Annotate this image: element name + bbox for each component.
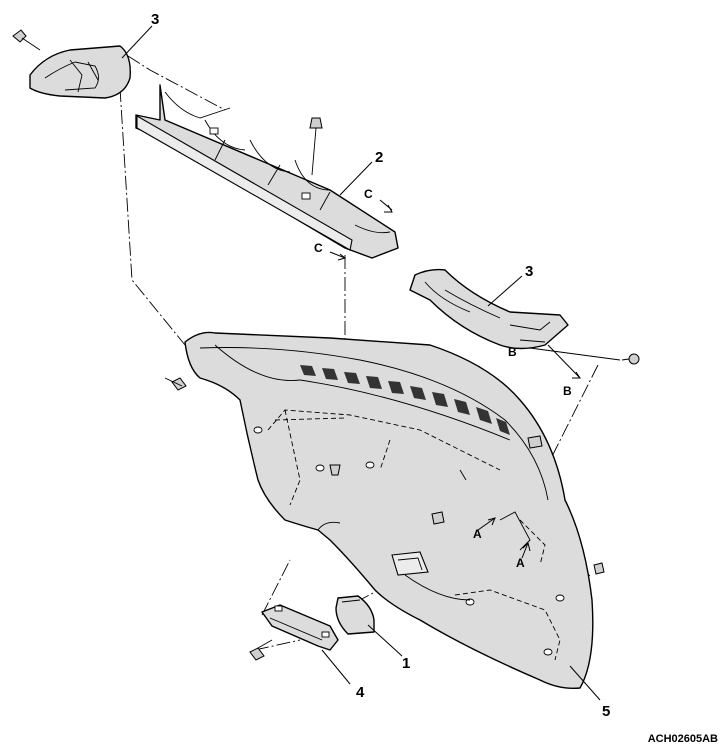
ref-a-left: A [473,527,482,541]
grille-slots [300,365,510,435]
section-arrows-c [329,199,393,261]
part-1-cover [335,595,375,635]
callout-3-right: 3 [525,263,533,280]
callout-2: 2 [375,149,383,166]
leader-lines [121,25,601,701]
callout-1: 1 [402,655,410,672]
callout-3-top: 3 [151,11,159,28]
figure-code: ACH02605AB [648,733,718,745]
clip-icon [527,435,543,449]
ref-a-right: A [516,556,525,570]
part-4-handle [261,604,339,651]
ref-c-lower: C [314,241,323,255]
part-3-right [409,268,621,379]
bolt-icon [12,29,41,51]
screw-icon [431,511,445,525]
part-2-upper-trim [135,84,399,259]
bolt-icon [164,377,187,391]
ref-b-upper: B [508,345,517,359]
screw-icon [593,562,605,575]
section-arrows-a [477,517,531,559]
clip-icon [309,117,323,176]
callout-5: 5 [602,703,610,720]
bolt-icon [249,639,273,661]
clip-icon [329,464,341,476]
callout-4: 4 [356,684,365,701]
part-3-top-left [29,45,131,99]
ref-b-lower: B [563,384,572,398]
part-5-main-trim [184,331,594,690]
clip-icon [621,353,640,365]
ref-c-upper: C [364,187,373,201]
